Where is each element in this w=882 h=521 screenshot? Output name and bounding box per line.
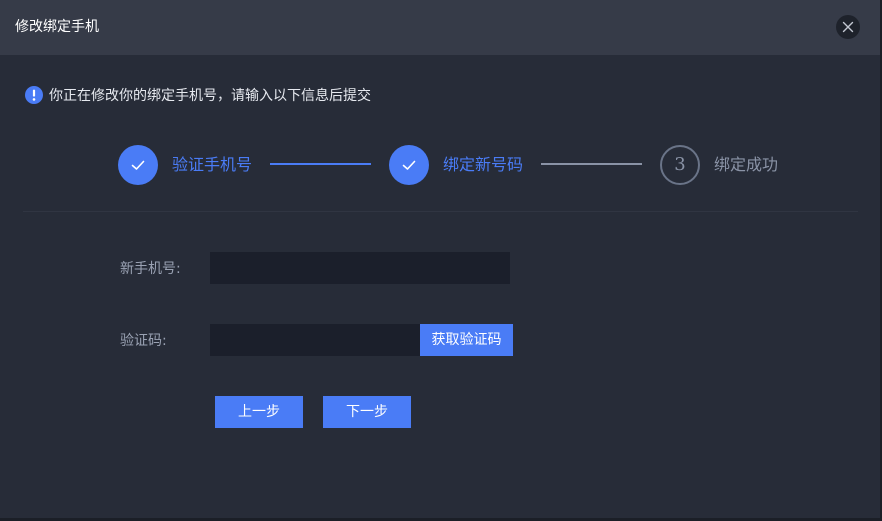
step-2-circle bbox=[389, 145, 429, 185]
phone-label: 新手机号: bbox=[120, 261, 181, 277]
dialog-title: 修改绑定手机 bbox=[15, 19, 99, 35]
next-step-button[interactable]: 下一步 bbox=[323, 396, 411, 428]
verification-code-input[interactable] bbox=[210, 324, 420, 356]
step-connector-2 bbox=[541, 163, 642, 165]
step-1-label: 验证手机号 bbox=[172, 155, 253, 174]
exclamation-icon bbox=[25, 86, 43, 104]
step-connector-1 bbox=[270, 163, 371, 165]
close-button[interactable] bbox=[836, 15, 860, 39]
prev-step-button[interactable]: 上一步 bbox=[215, 396, 303, 428]
check-icon bbox=[402, 160, 416, 170]
step-2-label: 绑定新号码 bbox=[443, 155, 524, 174]
check-icon bbox=[131, 160, 145, 170]
step-1-circle bbox=[118, 145, 158, 185]
step-3-circle: 3 bbox=[660, 145, 700, 185]
notice-text: 你正在修改你的绑定手机号，请输入以下信息后提交 bbox=[49, 88, 371, 104]
code-label: 验证码: bbox=[120, 333, 167, 349]
dialog-titlebar: 修改绑定手机 bbox=[0, 0, 880, 55]
close-icon bbox=[842, 21, 854, 33]
new-phone-input[interactable] bbox=[210, 252, 510, 284]
get-code-button[interactable]: 获取验证码 bbox=[420, 324, 513, 356]
section-divider bbox=[23, 211, 858, 212]
step-3-label: 绑定成功 bbox=[714, 155, 779, 174]
